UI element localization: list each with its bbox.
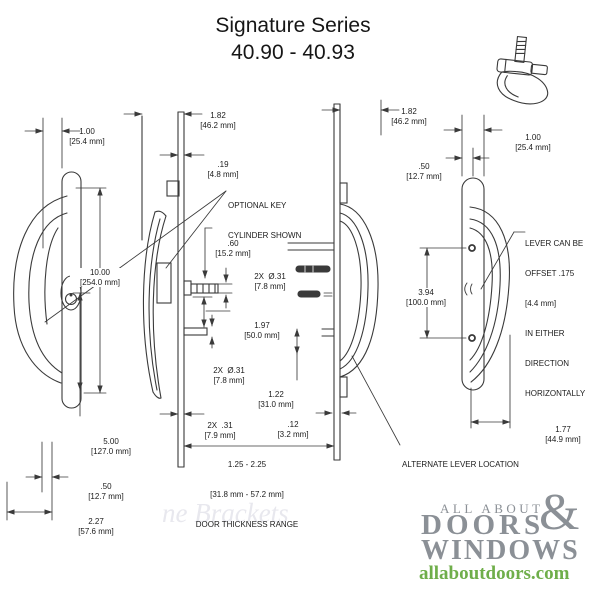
dim-plate-offset-left: 1.00[25.4 mm] (69, 127, 105, 146)
dim-assembly-depth-exterior: 1.82[46.2 mm] (200, 111, 236, 130)
view-interior-handle (461, 177, 510, 391)
dim-hole-offset: 1.22[31.0 mm] (258, 390, 294, 409)
dim-plate-thickness: .19[4.8 mm] (207, 160, 239, 179)
dim-handle-length: 10.00[254.0 mm] (70, 249, 130, 306)
dim-half-inch-right: .50[12.7 mm] (406, 162, 442, 181)
note-optional-key-cylinder: OPTIONAL KEY CYLINDER SHOWN (228, 201, 302, 240)
dim-interior-plate-thickness: .12[3.2 mm] (277, 420, 309, 439)
note-alternate-lever-location: ALTERNATE LEVER LOCATION (402, 460, 519, 469)
dims-view1 (6, 117, 107, 521)
dim-screw-diameter: 2X .31[7.9 mm] (204, 421, 236, 440)
logo-website-url: allaboutdoors.com (419, 563, 570, 584)
dim-lever-extent: 1.77[44.9 mm] (545, 425, 581, 444)
dim-plate-width-right: 1.00[25.4 mm] (515, 133, 551, 152)
dims-view2 (44, 111, 233, 417)
note-lever-offset: LEVER CAN BE OFFSET .175 [4.4 mm] IN EIT… (525, 239, 586, 398)
dims-view3 (183, 99, 401, 449)
dim-hole-diameter-bottom: 2X Ø.31[7.8 mm] (213, 366, 245, 385)
dim-assembly-depth-interior: 1.82[46.2 mm] (391, 107, 427, 126)
drawing-title: Signature Series 40.90 - 40.93 (0, 12, 586, 66)
dim-screw-hole-spacing: 3.94[100.0 mm] (396, 269, 456, 326)
logo-windows: WINDOWS (421, 535, 580, 566)
dim-handle-depth: 2.27[57.6 mm] (78, 517, 114, 536)
handle-3d-thumbnail (496, 35, 549, 105)
view-exterior-handle (13, 171, 82, 409)
title-series: Signature Series (215, 14, 371, 37)
dim-spindle-to-hole: 1.97[50.0 mm] (244, 321, 280, 340)
view-interior-edge (287, 103, 379, 461)
watermark-text: ne Brackets (162, 498, 289, 528)
note-door-thickness-range: 1.25 - 2.25 [31.8 mm - 57.2 mm] DOOR THI… (195, 460, 299, 529)
dim-cylinder-to-bottom: 5.00[127.0 mm] (90, 437, 131, 456)
logo-doors: DOORS (421, 509, 545, 541)
dim-half-inch-left: .50[12.7 mm] (88, 482, 124, 501)
logo-all-about: ALL ABOUT (440, 501, 544, 516)
title-model-range: 40.90 - 40.93 (231, 41, 355, 64)
dim-cylinder-protrusion: .60[15.2 mm] (215, 239, 251, 258)
logo-ampersand: & (539, 484, 580, 541)
view-edge-assembly (141, 111, 219, 468)
dim-hole-diameter-top: 2X Ø.31[7.8 mm] (254, 272, 286, 291)
